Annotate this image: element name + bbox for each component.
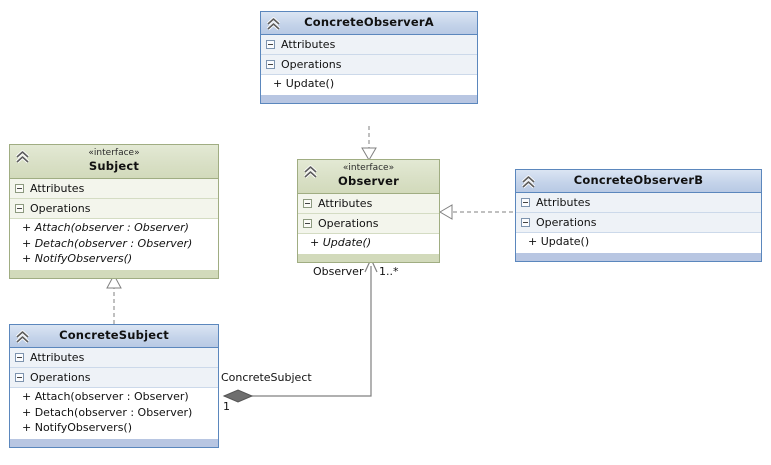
collapse-chevron-icon[interactable] <box>521 175 536 189</box>
operation-item: + Attach(observer : Observer) <box>22 221 189 234</box>
collapse-chevron-icon[interactable] <box>303 165 318 179</box>
class-header: «interface» Subject <box>10 145 218 179</box>
minus-box-icon[interactable] <box>15 184 24 193</box>
class-header: ConcreteObserverA <box>261 12 477 35</box>
operation-item: + NotifyObservers() <box>22 421 133 434</box>
class-header: «interface» Observer <box>298 160 439 194</box>
class-name: Observer <box>338 174 399 188</box>
class-stereotype: «interface» <box>88 148 140 158</box>
operations-label: Operations <box>30 202 91 215</box>
edge-label-observer-role: Observer <box>313 265 364 278</box>
operations-label: Operations <box>536 216 597 229</box>
minus-box-icon[interactable] <box>303 219 312 228</box>
operations-section-header[interactable]: Operations <box>516 213 761 233</box>
operations-list: + Update() <box>261 75 477 94</box>
class-footer <box>10 268 218 278</box>
class-box-concrete-subject[interactable]: ConcreteSubject Attributes Operations + … <box>9 324 219 448</box>
operations-section-header[interactable]: Operations <box>261 55 477 75</box>
class-name: Subject <box>88 159 140 173</box>
operations-list: + Update() <box>298 234 439 253</box>
class-footer <box>261 93 477 103</box>
operation-item: + Update() <box>273 77 335 90</box>
edge-label-concrete-subject-role: ConcreteSubject <box>221 371 312 384</box>
class-footer <box>298 252 439 262</box>
operations-label: Operations <box>30 371 91 384</box>
operations-section-header[interactable]: Operations <box>10 199 218 219</box>
edge-label-concrete-subject-multiplicity: 1 <box>223 400 230 413</box>
connector-concrete-observer-a-realizes-observer <box>361 126 377 161</box>
operations-list: + Update() <box>516 233 761 252</box>
class-name: ConcreteObserverA <box>304 15 434 29</box>
minus-box-icon[interactable] <box>266 40 275 49</box>
class-header: ConcreteSubject <box>10 325 218 348</box>
class-box-observer[interactable]: «interface» Observer Attributes Operatio… <box>297 159 440 263</box>
class-stereotype: «interface» <box>342 163 395 173</box>
class-header: ConcreteObserverB <box>516 170 761 193</box>
class-footer <box>516 251 761 261</box>
minus-box-icon[interactable] <box>15 353 24 362</box>
class-name: ConcreteObserverB <box>573 173 704 187</box>
attributes-section-header[interactable]: Attributes <box>261 35 477 55</box>
attributes-section-header[interactable]: Attributes <box>10 348 218 368</box>
class-box-concrete-observer-a[interactable]: ConcreteObserverA Attributes Operations … <box>260 11 478 104</box>
minus-box-icon[interactable] <box>266 60 275 69</box>
minus-box-icon[interactable] <box>15 204 24 213</box>
minus-box-icon[interactable] <box>521 218 530 227</box>
attributes-label: Attributes <box>30 182 85 195</box>
operations-section-header[interactable]: Operations <box>298 214 439 234</box>
class-box-subject[interactable]: «interface» Subject Attributes Operation… <box>9 144 219 279</box>
hollow-triangle-arrowhead <box>439 204 453 220</box>
operation-item: + NotifyObservers() <box>22 252 133 265</box>
operation-item: + Attach(observer : Observer) <box>22 390 189 403</box>
attributes-section-header[interactable]: Attributes <box>10 179 218 199</box>
operations-label: Operations <box>281 58 342 71</box>
class-footer <box>10 437 218 447</box>
collapse-chevron-icon[interactable] <box>266 17 281 31</box>
minus-box-icon[interactable] <box>521 198 530 207</box>
collapse-chevron-icon[interactable] <box>15 150 30 164</box>
minus-box-icon[interactable] <box>15 373 24 382</box>
attributes-label: Attributes <box>318 197 373 210</box>
operations-list: + Attach(observer : Observer) + Detach(o… <box>10 219 218 269</box>
operation-item: + Detach(observer : Observer) <box>22 405 193 419</box>
operations-label: Operations <box>318 217 379 230</box>
operation-item: + Update() <box>310 236 372 249</box>
attributes-label: Attributes <box>281 38 336 51</box>
edge-label-observer-multiplicity: 1..* <box>379 265 399 278</box>
class-name: ConcreteSubject <box>59 328 169 342</box>
collapse-chevron-icon[interactable] <box>15 330 30 344</box>
attributes-label: Attributes <box>30 351 85 364</box>
operations-section-header[interactable]: Operations <box>10 368 218 388</box>
connector-concrete-subject-realizes-subject <box>106 273 122 324</box>
attributes-section-header[interactable]: Attributes <box>298 194 439 214</box>
class-box-concrete-observer-b[interactable]: ConcreteObserverB Attributes Operations … <box>515 169 762 262</box>
operation-item: + Detach(observer : Observer) <box>22 236 193 250</box>
attributes-label: Attributes <box>536 196 591 209</box>
minus-box-icon[interactable] <box>303 199 312 208</box>
connector-concrete-observer-b-realizes-observer <box>439 204 513 220</box>
operations-list: + Attach(observer : Observer) + Detach(o… <box>10 388 218 438</box>
operation-item: + Update() <box>528 235 590 248</box>
attributes-section-header[interactable]: Attributes <box>516 193 761 213</box>
